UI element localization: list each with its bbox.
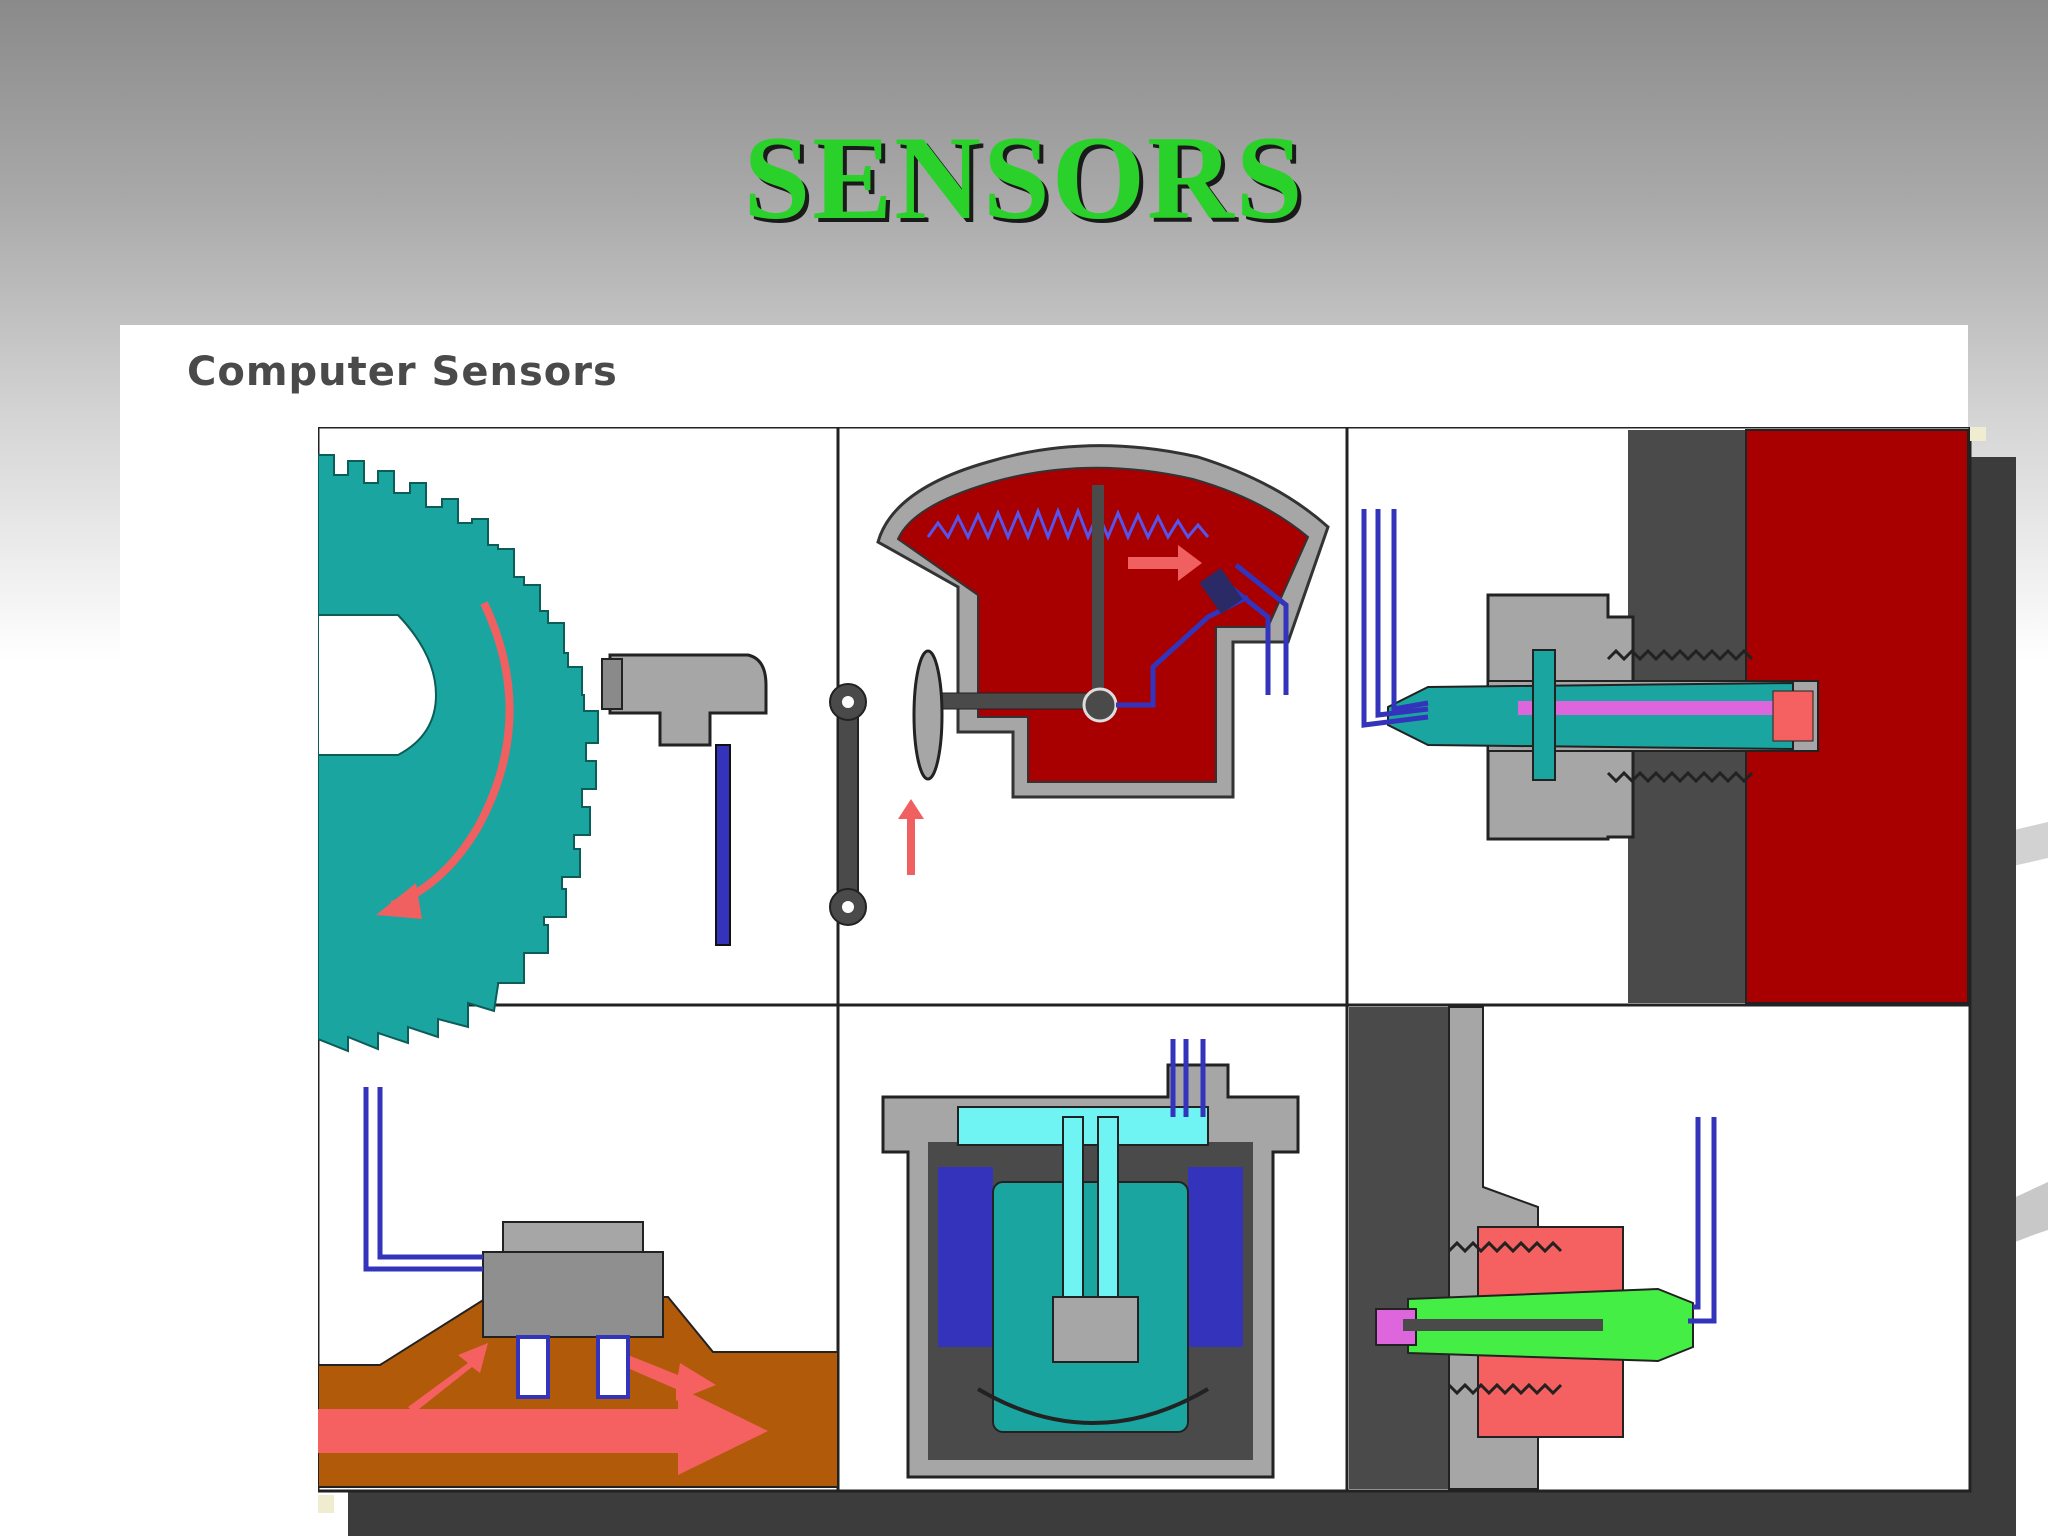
wheel-hub-opening [318, 614, 438, 756]
flow-sensor-porthole-right [596, 1335, 630, 1399]
probe-thread-top [1447, 1240, 1563, 1254]
coil-right [1188, 1167, 1243, 1347]
cell-toothed-wheel-pickup [318, 454, 768, 1053]
terminal-block [1199, 567, 1243, 615]
linkage-joint-bottom-pin [842, 901, 854, 913]
core-pole-right [1097, 1116, 1119, 1298]
rotation-arrow [390, 601, 514, 909]
cell-threaded-probe-in-wall [1361, 429, 1969, 1004]
toothed-wheel [318, 454, 599, 1053]
linkage-joint-top-pin [842, 696, 854, 708]
cell-flow-sensor [318, 1087, 839, 1488]
sensor-illustration-panel: Computer Sensors [120, 325, 2016, 1536]
probe-collar [1532, 649, 1556, 781]
core-pole-left [1062, 1116, 1084, 1298]
diaphragm-seal [912, 649, 944, 781]
flow-sensor-body [482, 1251, 664, 1338]
panel-heading: Computer Sensors [187, 349, 618, 395]
grid-corner-marker-bottom [318, 1495, 334, 1513]
grid-corner-marker-top [1970, 427, 1986, 441]
thread-bottom [1606, 770, 1754, 784]
pickup-sensor-body [608, 653, 768, 747]
probe-green-lead-wires [1688, 1117, 1717, 1324]
resistance-coil [926, 506, 1210, 542]
pivot-lever [917, 692, 1105, 710]
cell-threaded-probe-green-element [1349, 1006, 1717, 1490]
pickup-cable [715, 744, 731, 946]
flow-sensor-porthole-left [516, 1335, 550, 1399]
wall-dark-lower [1349, 1007, 1449, 1489]
pickup-sensor-tip [601, 658, 623, 710]
pivot-hub [1082, 687, 1118, 723]
cell-pressure-capsule [881, 1039, 1300, 1479]
cell-linkage-potentiometer [829, 444, 1330, 926]
wiper-arm [1092, 485, 1104, 705]
thread-top [1606, 648, 1754, 662]
flow-arrow-outlet [616, 1351, 716, 1401]
probe-magenta-core [1518, 701, 1773, 715]
flow-sensor-cap [502, 1221, 644, 1253]
probe-thread-bottom [1447, 1382, 1563, 1396]
coil-left [938, 1167, 993, 1347]
upward-arrow-shaft [907, 817, 915, 875]
probe-inner-bar [1403, 1319, 1603, 1331]
probe-tip-salmon [1772, 690, 1814, 742]
slide-title: SENSORS [743, 111, 1305, 244]
capsule-plunger [1052, 1296, 1139, 1363]
rotation-arrowhead [376, 883, 422, 919]
probe-cyan-element [1387, 681, 1794, 751]
linkage-rod [837, 696, 859, 908]
sensor-diagram-grid [318, 427, 2016, 1536]
wiper-direction-arrow [1128, 545, 1202, 581]
capsule-diaphragm [976, 1387, 1210, 1425]
flow-sensor-lead-wires [363, 1087, 483, 1272]
flow-arrow-inlet [408, 1343, 488, 1413]
capsule-lead-wires [1170, 1039, 1206, 1117]
upward-arrow-head [898, 799, 924, 819]
probe-lead-wires [1361, 509, 1429, 728]
flow-arrow-main [318, 1387, 768, 1475]
